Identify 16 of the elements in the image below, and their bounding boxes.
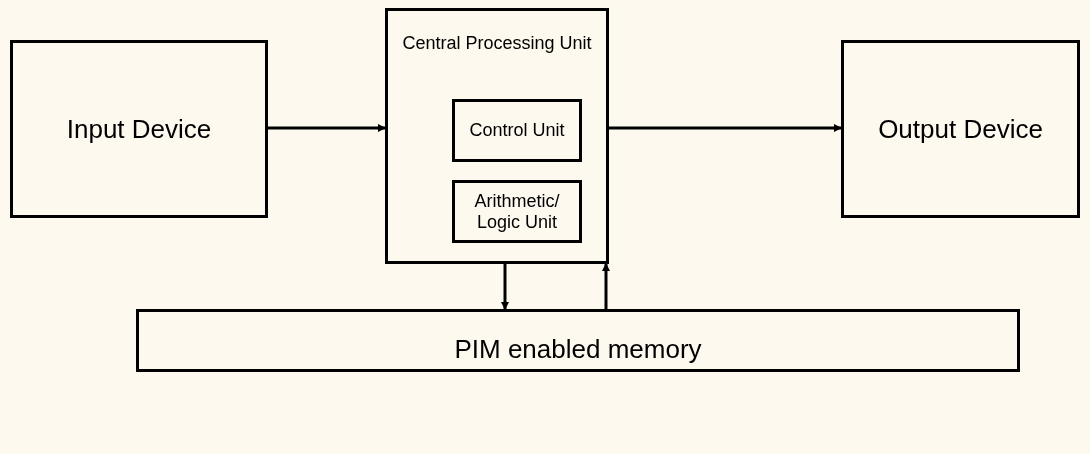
arrow [268,124,386,132]
process-box [452,99,582,162]
node-label: Output Device [877,113,1044,145]
node-label: Input Device [65,113,213,145]
process-box [841,40,1080,218]
process-box [452,180,582,243]
arrow [609,124,842,132]
process-box [385,8,609,264]
arrow [602,263,610,309]
node-label: Arithmetic/ Logic Unit [473,190,561,233]
arrow [501,264,509,310]
memory-box [136,309,1020,372]
node-title: Central Processing Unit [402,33,592,54]
node-label: PIM enabled memory [453,334,703,365]
process-box [10,40,268,218]
node-label: Control Unit [469,120,565,141]
